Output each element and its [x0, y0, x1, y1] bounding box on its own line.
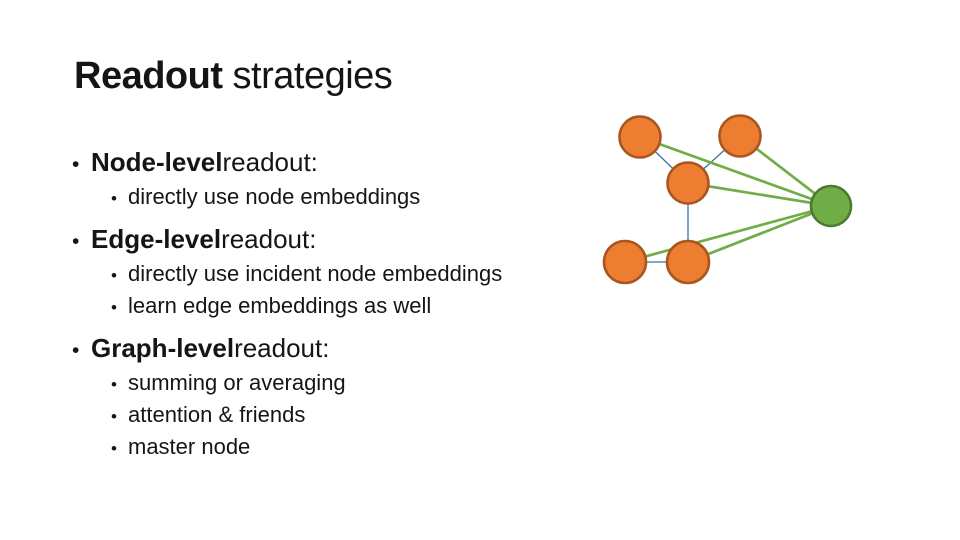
bullet-item: • Node-level readout: — [72, 145, 612, 182]
bullet-marker: • — [111, 298, 117, 317]
sub-bullet-text: learn edge embeddings as well — [128, 293, 432, 318]
bullet-item: • Edge-level readout: — [72, 222, 612, 259]
bullet-marker: • — [72, 230, 80, 253]
bullet-list: • Node-level readout: • directly use node e… — [72, 145, 612, 464]
sub-bullet-item: • directly use incident node embeddings — [72, 259, 612, 291]
graph-node — [665, 239, 711, 285]
bullet-marker: • — [111, 189, 117, 208]
readout-edge — [639, 135, 832, 208]
sub-bullet-text: summing or averaging — [128, 370, 346, 395]
title-rest: strategies — [222, 55, 393, 97]
readout-edge — [687, 204, 832, 264]
graph-node — [666, 161, 710, 205]
bullet-bold-text: Graph-level — [91, 333, 235, 363]
sub-bullet-text: directly use node embeddings — [128, 184, 421, 209]
readout-node — [809, 184, 853, 228]
bullet-marker: • — [111, 266, 117, 285]
bullet-rest-text: readout: — [221, 224, 317, 254]
bullet-bold-text: Node-level — [91, 147, 223, 177]
sub-bullet-text: master node — [128, 434, 251, 459]
bullet-marker: • — [111, 375, 117, 394]
sub-bullet-item: • master node — [72, 432, 612, 464]
sub-bullet-item: • learn edge embeddings as well — [72, 291, 612, 323]
sub-bullet-text: attention & friends — [128, 402, 306, 427]
sub-bullet-item: • summing or averaging — [72, 368, 612, 400]
graph-node — [718, 114, 762, 158]
readout-edge — [624, 204, 832, 264]
title-emphasis: Readout — [74, 55, 223, 97]
bullet-marker: • — [72, 339, 80, 362]
slide-title: Readout strategies — [74, 55, 393, 98]
bullet-rest-text: readout: — [222, 147, 318, 177]
graph-node — [602, 239, 648, 285]
sub-bullet-text: directly use incident node embeddings — [128, 261, 503, 286]
readout-edge — [687, 181, 832, 208]
graph-node — [618, 115, 662, 159]
sub-bullet-item: • directly use node embeddings — [72, 182, 612, 214]
bullet-marker: • — [111, 439, 117, 458]
bullet-bold-text: Edge-level — [91, 224, 222, 254]
bullet-rest-text: readout: — [234, 333, 330, 363]
bullet-marker: • — [72, 153, 80, 176]
sub-bullet-item: • attention & friends — [72, 400, 612, 432]
bullet-marker: • — [111, 407, 117, 426]
bullet-item: • Graph-level readout: — [72, 331, 612, 368]
